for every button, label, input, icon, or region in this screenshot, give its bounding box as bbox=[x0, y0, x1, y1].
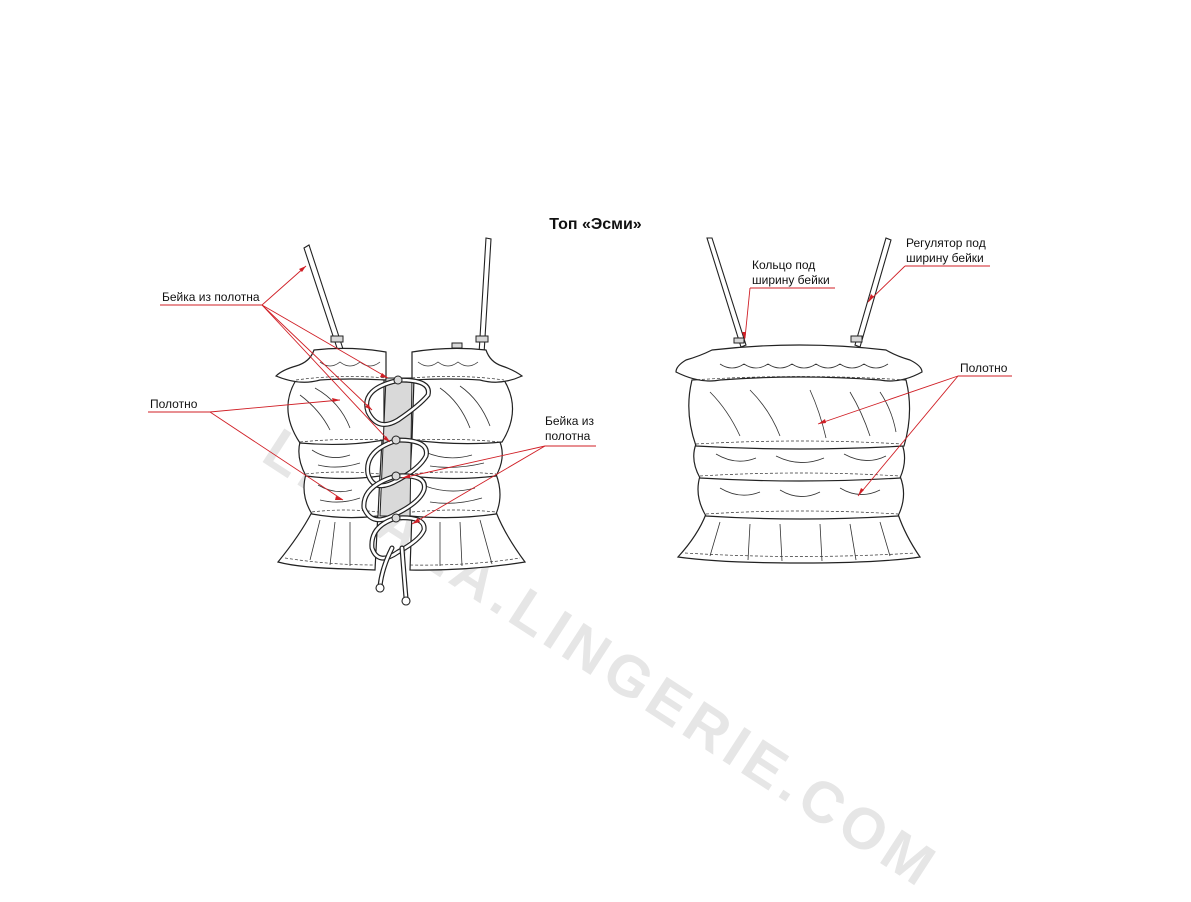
back-right-strap-slider bbox=[850, 335, 863, 343]
label-bias-binding-top: Бейка из полотна bbox=[162, 290, 260, 304]
back-top-ruffle bbox=[675, 344, 923, 382]
cord-end-bead-left bbox=[375, 583, 385, 593]
back-right-strap bbox=[854, 237, 892, 348]
back-peplum bbox=[676, 511, 922, 564]
diagram-canvas: LEKALA.LINGERIE.COM bbox=[148, 216, 1012, 901]
label-fabric-back: Полотно bbox=[960, 361, 1008, 375]
front-peplum bbox=[276, 511, 379, 571]
label-bias-binding-side-line1: Бейка из bbox=[545, 414, 594, 428]
back-left-strap-ring bbox=[733, 337, 745, 344]
front-left-strap-slider bbox=[330, 335, 344, 343]
front-lacing-cord bbox=[361, 375, 431, 606]
annotation-leaders bbox=[148, 265, 1012, 525]
front-right-strap-slider bbox=[475, 335, 489, 343]
label-fabric-front: Полотно bbox=[150, 397, 198, 411]
label-bias-binding-side-line2: полотна bbox=[545, 429, 591, 443]
front-top-ruffle-left bbox=[274, 347, 387, 383]
cord-end-bead-right bbox=[401, 596, 411, 606]
front-peplum-right bbox=[409, 511, 527, 571]
back-view-top bbox=[675, 237, 923, 564]
page-title: Топ «Эсми» bbox=[549, 216, 642, 233]
label-ring-line1: Кольцо под bbox=[752, 258, 816, 272]
back-main-body bbox=[688, 375, 911, 450]
label-ring-line2: ширину бейки bbox=[752, 273, 830, 287]
label-slider-line1: Регулятор под bbox=[906, 236, 986, 250]
label-slider-line2: ширину бейки bbox=[906, 251, 984, 265]
front-left-ring bbox=[451, 342, 463, 349]
back-left-strap bbox=[706, 237, 747, 348]
technical-drawing bbox=[148, 237, 1012, 606]
front-top-ruffle-right bbox=[411, 347, 524, 383]
front-view-top bbox=[274, 237, 527, 606]
